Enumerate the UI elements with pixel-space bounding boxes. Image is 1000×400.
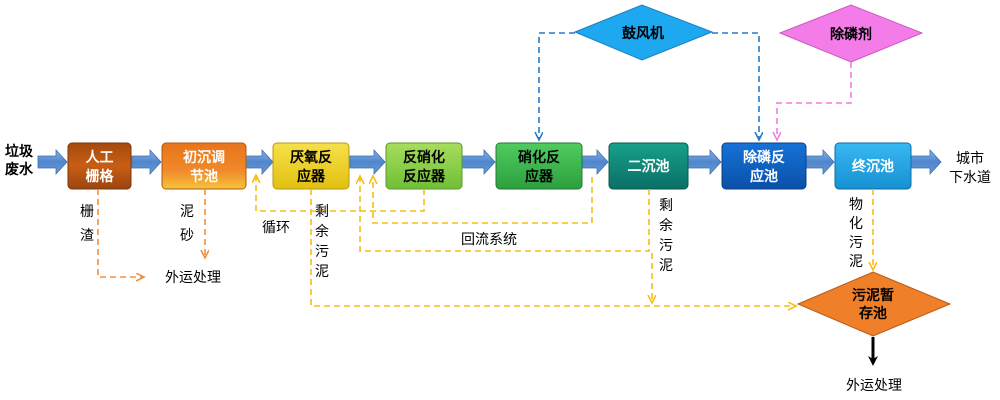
flow-arrow-1 [131,148,162,176]
flow-arrow-2 [245,148,274,176]
grit-char-1: 泥 [180,204,194,220]
screenings-line [97,189,143,277]
waste-water-label-line2: 废水 [5,161,34,178]
input-label: 垃圾 废水 [5,143,34,178]
excess-sludge-label-1: 剩 余 污 泥 [315,204,329,280]
excess-sludge-label-2: 剩 余 污 泥 [659,198,673,274]
flow-arrow-7 [805,148,835,176]
p-remover-label: 除磷剂 [830,26,872,43]
primary-label-line1: 初沉调 [183,149,225,166]
chem-sludge-label: 物 化 污 泥 [849,197,863,270]
screenings-char-1: 栅 [80,204,94,220]
anaerobic-label-line2: 应器 [297,168,326,185]
process-secondary-box: 二沉池 [608,142,689,190]
chem-sludge-char-2: 化 [849,216,863,232]
process-anaerobic-box: 厌氧反 应器 [272,142,350,190]
process-nitrification-box: 硝化反 应器 [495,142,583,190]
process-denitrification-box: 反硝化 反应器 [385,142,463,190]
denit-label-line1: 反硝化 [403,149,445,166]
secondary-label: 二沉池 [628,158,670,175]
excess-sludge-anaerobic-line [310,189,795,306]
anaerobic-label-line1: 厌氧反 [290,149,332,166]
excess-sludge-1-char-4: 泥 [315,264,329,280]
dashed-blue-lines [539,32,759,139]
sludge-tank-label-line2: 存池 [859,305,887,322]
screenings-char-2: 渣 [80,228,94,244]
flow-arrow-3 [349,148,386,176]
blower-to-nit-line [539,32,575,139]
flow-arrow-6 [687,148,722,176]
sludge-tank-diamond: 污泥暂 存池 [796,271,952,337]
waste-water-label-line1: 垃圾 [5,143,34,160]
flow-arrow-5 [581,148,609,176]
excess-sludge-1-char-3: 污 [315,244,329,260]
screen-label-line2: 栅格 [86,168,115,185]
primary-label-line2: 节池 [190,168,218,185]
sludge-tank-label-line1: 污泥暂 [852,287,894,304]
excess-sludge-2-char-1: 剩 [659,198,673,214]
chem-sludge-char-3: 污 [849,235,863,251]
excess-sludge-2-char-2: 余 [659,217,673,234]
flow-arrow-4 [461,148,496,176]
return-nit-line [373,177,593,224]
city-sewer-label-line2: 下水道 [949,170,991,186]
final-label: 终沉池 [852,158,894,175]
pdef-label-line1: 除磷反 [743,149,785,166]
blower-diamond: 鼓风机 [573,4,714,61]
pdef-label-line2: 应池 [750,168,778,185]
flow-arrow-input [37,148,68,176]
denit-label-line2: 反应器 [403,168,446,185]
city-sewer-label-line1: 城市 [956,150,984,167]
circulation-label: 循环 [262,220,290,236]
excess-sludge-1-char-2: 余 [315,223,329,240]
process-screen-box: 人工 栅格 [67,142,132,190]
process-final-box: 终沉池 [834,142,912,190]
haul-away-label-2: 外运处理 [846,378,902,394]
nit-label-line1: 硝化反 [518,149,560,166]
dashed-yellow-lines [256,176,873,306]
nit-label-line2: 应器 [525,168,554,185]
chem-sludge-char-4: 泥 [849,254,863,270]
screen-label-line1: 人工 [86,149,114,166]
p-remover-line [777,62,852,139]
return-flow-label: 回流系统 [461,232,517,248]
grit-label: 泥 砂 [180,204,194,244]
circulation-line [256,176,425,212]
grit-char-2: 砂 [180,228,194,244]
main-flow-arrows [37,148,942,176]
blower-label: 鼓风机 [622,25,664,42]
haul-away-label-1: 外运处理 [165,270,221,286]
return-secondary-line [360,177,650,252]
screenings-label: 栅 渣 [80,204,94,244]
output-label: 城市 下水道 [949,150,991,186]
excess-sludge-2-char-3: 污 [659,238,673,254]
chem-sludge-char-1: 物 [849,197,863,213]
dashed-orange-lines [97,189,205,277]
phosphorus-remover-diamond: 除磷剂 [778,4,924,63]
flow-arrow-output [910,148,942,176]
process-primary-box: 初沉调 节池 [161,142,247,190]
dashed-pink-lines [777,62,852,139]
excess-sludge-2-char-4: 泥 [659,258,673,274]
excess-sludge-1-char-1: 剩 [315,204,329,220]
process-phosphorus-removal-box: 除磷反 应池 [721,142,807,190]
blower-to-pdef-line [712,32,759,139]
